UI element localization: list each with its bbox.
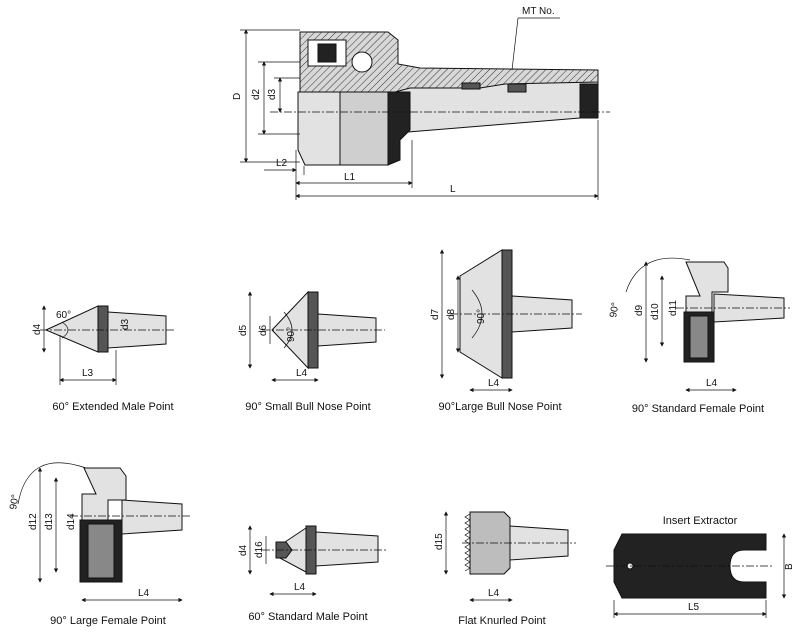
dim-d4-label-1: d4 [32,323,43,335]
point-60-extended-male: 60° d4 d3 L3 60° Extended Male Point [32,305,175,413]
dim-d11-label: d11 [668,300,679,316]
dim-d8-label: d8 [446,308,457,320]
mt-leader [511,17,519,71]
caption-flat-knurled: Flat Knurled Point [458,615,545,627]
dim-d14-label: d14 [66,513,77,530]
caption-90-small-bull: 90° Small Bull Nose Point [245,401,370,413]
dim-d3-label-1: d3 [120,318,131,330]
large-female-angle-arc [17,462,87,505]
dim-d3-label: d3 [267,88,278,100]
point-90-small-bull-nose: d5 d6 90° L4 90° Small Bull Nose Point [238,290,385,413]
small-bull-angle-arc [283,311,293,349]
knurled-teeth [464,513,471,572]
point-60-standard-male: d4 d16 L4 60° Standard Male Point [238,525,386,623]
dim-d13-label: d13 [44,513,55,530]
dim-d5-label: d5 [238,324,249,336]
dim-d16-label: d16 [254,541,265,558]
spindle-shade [339,91,389,166]
housing-section [299,31,599,93]
std-female-head [685,261,729,313]
std-female-insert-face [689,315,709,359]
seal [461,82,481,90]
large-female-angle: 90° [8,494,21,511]
dim-L3-label: L3 [82,368,94,379]
dim-L4-label-6: L4 [294,582,306,593]
dim-d7-label: d7 [430,308,441,320]
dim-L4-label-5: L4 [138,588,150,599]
seal-2 [507,83,527,93]
caption-90-large-bull: 90°Large Bull Nose Point [438,401,561,413]
dim-B-label: B [784,563,795,570]
mt-label: MT No. [522,6,555,17]
caption-60-extended-male: 60° Extended Male Point [52,401,173,413]
caption-90-standard-female: 90° Standard Female Point [632,403,764,415]
extended-male-angle: 60° [56,310,71,321]
spindle-collar [387,91,411,166]
ball-bearing [351,51,373,73]
point-90-large-female: d12 d13 d14 90° L4 90° Large Female Poin… [8,462,190,627]
dim-L2-label: L2 [276,158,288,169]
point-90-standard-female: d9 d10 d11 90° L4 90° Standard Female Po… [608,257,790,415]
dim-L-label: L [450,184,456,195]
dim-d9-label: d9 [634,304,645,316]
insert-extractor: Insert Extractor B L5 [606,515,795,618]
dim-L4-label-3: L4 [488,378,500,389]
dim-L1-label: L1 [344,172,356,183]
large-female-head [81,467,127,521]
dim-d10-label: d10 [650,303,661,320]
dim-d2-label: d2 [251,88,262,100]
shank-tang [579,83,599,119]
dim-d12-label: d12 [28,513,39,530]
extended-male-cone [44,305,99,353]
dim-L4-label-7: L4 [488,588,500,599]
bearing-roller [317,43,337,63]
dim-L4-label-4: L4 [706,378,718,389]
insert-extractor-title: Insert Extractor [663,515,738,527]
large-female-shank [121,499,183,535]
caption-90-large-female: 90° Large Female Point [50,615,166,627]
extended-male-angle-arc [61,321,69,339]
dim-d15-label: d15 [434,533,445,550]
main-live-center-drawing: MT No. D d2 d3 L2 L1 L [232,6,610,200]
caption-60-standard-male: 60° Standard Male Point [248,611,367,623]
std-male-shank [315,531,379,567]
dim-d6-label: d6 [258,324,269,336]
std-female-angle: 90° [608,302,621,319]
large-bull-angle-arc [471,289,483,339]
dim-d4-label-6: d4 [238,544,249,556]
large-bull-angle: 90° [476,309,487,324]
extended-male-collar [97,305,109,353]
dim-L4-label-2: L4 [296,368,308,379]
large-female-insert-face [87,523,115,579]
dim-L5-label: L5 [688,602,700,613]
std-female-angle-arc [625,257,691,293]
dim-D-label: D [232,93,243,100]
extended-male-shank [107,311,167,349]
point-90-large-bull-nose: d7 d8 90° L4 90°Large Bull Nose Point [430,249,582,413]
point-flat-knurled: d15 L4 Flat Knurled Point [434,511,576,627]
